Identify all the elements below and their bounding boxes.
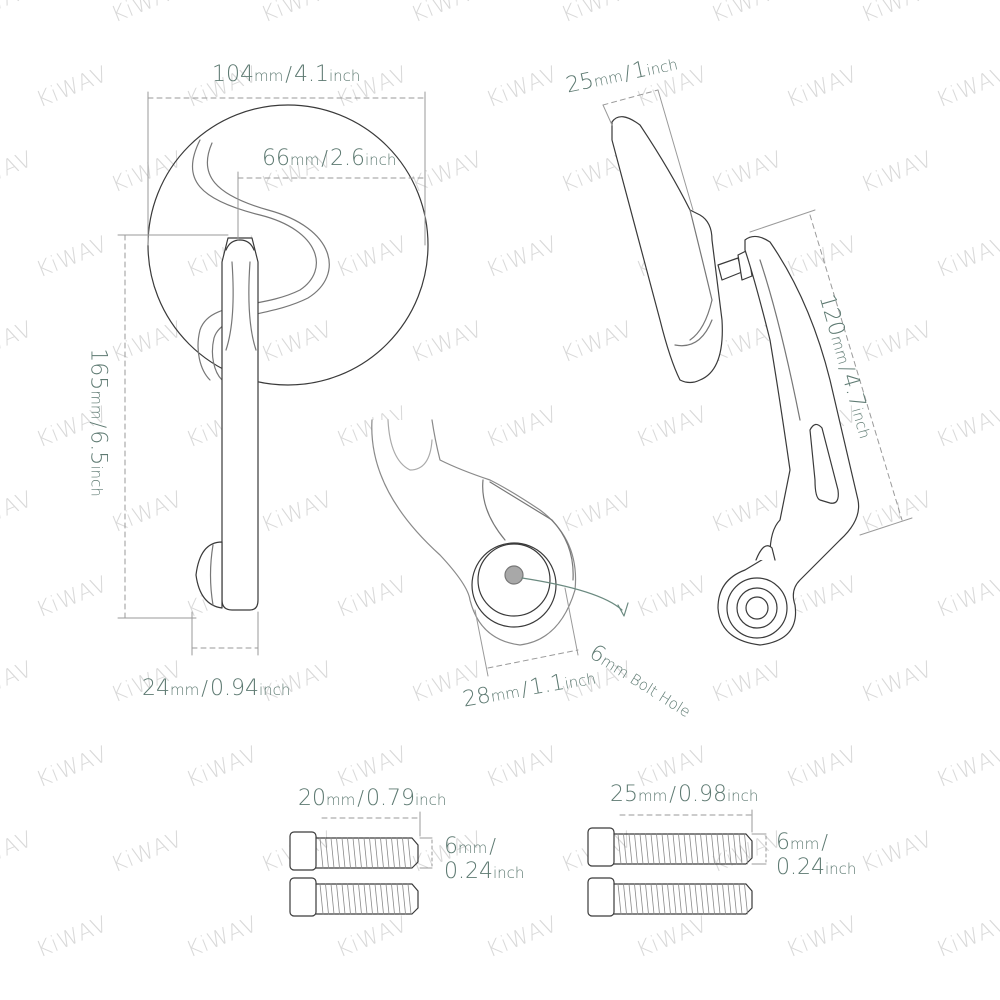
front-view-mirror	[147, 104, 429, 611]
side-view-mirror	[611, 116, 860, 646]
bolts-20mm	[289, 831, 419, 917]
front-width-label: 104mm/4.1inch	[212, 62, 361, 87]
bolt-25-diameter-label: 6mm/ 0.24inch	[776, 830, 857, 880]
bolt-20-diameter-label: 6mm/ 0.24inch	[444, 834, 525, 884]
bolt-20-length-label: 20mm/0.79inch	[298, 786, 447, 811]
front-height-label: 165mm/6.5inch	[85, 348, 111, 497]
clamp-detail	[371, 419, 629, 646]
arm-width-label: 24mm/0.94inch	[142, 676, 291, 701]
bolts-25mm	[587, 827, 753, 917]
bolt-25-length-label: 25mm/0.98inch	[610, 782, 759, 807]
mirror-offset-label: 66mm/2.6inch	[262, 146, 397, 171]
